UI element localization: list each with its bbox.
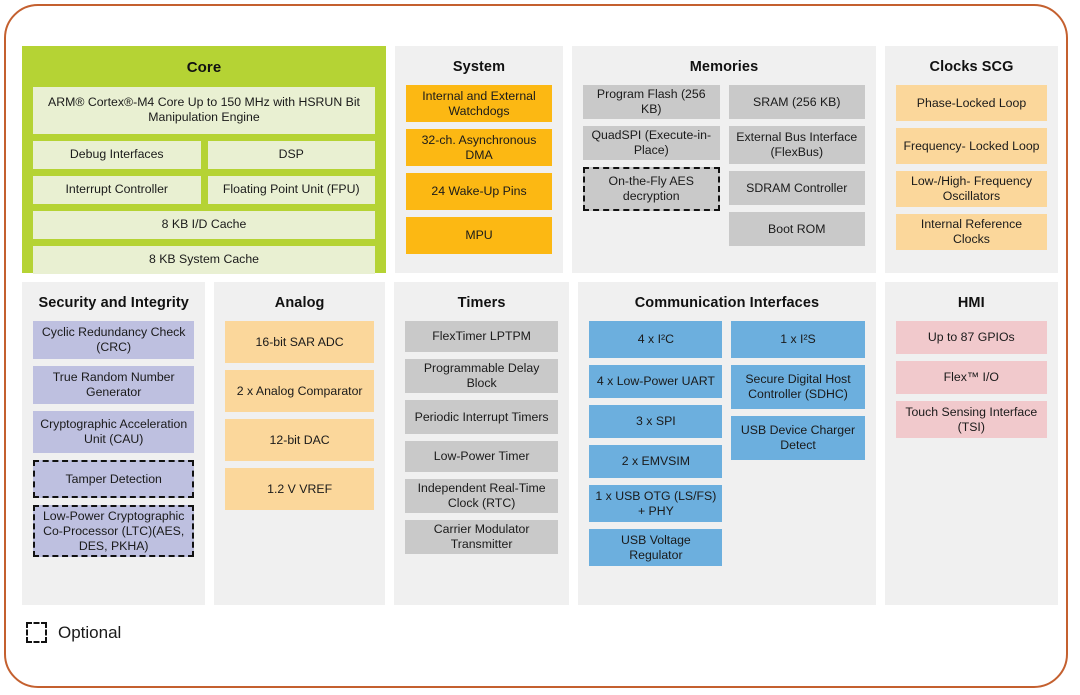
system-tile-mpu[interactable]: MPU <box>406 217 552 255</box>
memories-tile-sdram-controller[interactable]: SDRAM Controller <box>728 171 865 206</box>
core-tile-dsp[interactable]: DSP <box>207 140 375 169</box>
security-tile-ltc[interactable]: Low-Power Cryptographic Co-Processor (LT… <box>33 505 195 558</box>
communication-tile-lpuart[interactable]: 4 x Low-Power UART <box>589 365 723 399</box>
panel-memories: Memories Program Flash (256 KB) QuadSPI … <box>572 46 876 273</box>
analog-tile-sar-adc[interactable]: 16-bit SAR ADC <box>225 321 374 364</box>
clocks-tile-internal-reference[interactable]: Internal Reference Clocks <box>896 214 1047 251</box>
panel-communication: Communication Interfaces 4 x I²C 4 x Low… <box>578 282 876 605</box>
memories-tile-flexbus[interactable]: External Bus Interface (FlexBus) <box>728 126 865 165</box>
core-tile-fpu[interactable]: Floating Point Unit (FPU) <box>207 175 375 204</box>
clocks-tile-fll[interactable]: Frequency- Locked Loop <box>896 128 1047 165</box>
system-tile-dma[interactable]: 32-ch. Asynchronous DMA <box>406 129 552 167</box>
core-tile-stack: ARM® Cortex®-M4 Core Up to 150 MHz with … <box>33 86 375 274</box>
panel-communication-title: Communication Interfaces <box>634 295 820 311</box>
communication-tile-sdhc[interactable]: Secure Digital Host Controller (SDHC) <box>731 365 865 410</box>
legend-optional-label: Optional <box>58 622 122 642</box>
memories-column-right: SRAM (256 KB) External Bus Interface (Fl… <box>728 85 865 247</box>
security-tile-tamper-detection[interactable]: Tamper Detection <box>33 460 195 499</box>
hmi-tile-gpios[interactable]: Up to 87 GPIOs <box>895 321 1048 355</box>
dashed-square-icon <box>26 622 47 643</box>
memories-tile-sram[interactable]: SRAM (256 KB) <box>728 85 865 120</box>
core-tile-pair-1: Debug Interfaces DSP <box>33 140 375 169</box>
communication-tile-usb-charger-detect[interactable]: USB Device Charger Detect <box>731 416 865 461</box>
timers-tile-low-power-timer[interactable]: Low-Power Timer <box>404 441 559 473</box>
analog-tile-comparator[interactable]: 2 x Analog Comparator <box>225 370 374 413</box>
diagram-row-top: Core ARM® Cortex®-M4 Core Up to 150 MHz … <box>22 46 1058 274</box>
system-tile-watchdogs[interactable]: Internal and External Watchdogs <box>406 85 552 123</box>
panel-core-title: Core <box>186 59 222 76</box>
memories-column-left: Program Flash (256 KB) QuadSPI (Execute-… <box>583 85 720 246</box>
panel-memories-title: Memories <box>689 59 759 75</box>
communication-tile-emvsim[interactable]: 2 x EMVSIM <box>589 445 723 479</box>
communication-column-right: 1 x I²S Secure Digital Host Controller (… <box>731 321 865 566</box>
panel-security: Security and Integrity Cyclic Redundancy… <box>22 282 206 605</box>
panel-timers: Timers FlexTimer LPTPM Programmable Dela… <box>393 282 570 605</box>
core-tile-debug-interfaces[interactable]: Debug Interfaces <box>33 140 201 169</box>
timers-tile-delay-block[interactable]: Programmable Delay Block <box>404 359 559 394</box>
communication-tile-usb-otg[interactable]: 1 x USB OTG (LS/FS) + PHY <box>589 485 723 523</box>
panel-system-title: System <box>452 59 506 75</box>
core-tile-interrupt-controller[interactable]: Interrupt Controller <box>33 175 201 204</box>
panel-hmi: HMI Up to 87 GPIOs Flex™ I/O Touch Sensi… <box>884 282 1059 605</box>
communication-column-left: 4 x I²C 4 x Low-Power UART 3 x SPI 2 x E… <box>589 321 723 567</box>
panel-clocks-title: Clocks SCG <box>929 59 1014 75</box>
analog-tile-dac[interactable]: 12-bit DAC <box>225 419 374 462</box>
panel-core: Core ARM® Cortex®-M4 Core Up to 150 MHz … <box>22 46 386 274</box>
memories-tile-boot-rom[interactable]: Boot ROM <box>728 212 865 247</box>
memories-columns: Program Flash (256 KB) QuadSPI (Execute-… <box>583 85 865 247</box>
memories-tile-aes-decryption[interactable]: On-the-Fly AES decryption <box>583 167 720 212</box>
clocks-tile-pll[interactable]: Phase-Locked Loop <box>896 85 1047 122</box>
communication-columns: 4 x I²C 4 x Low-Power UART 3 x SPI 2 x E… <box>589 321 865 567</box>
core-tile-id-cache[interactable]: 8 KB I/D Cache <box>33 210 375 239</box>
system-tile-wakeup-pins[interactable]: 24 Wake-Up Pins <box>406 173 552 211</box>
core-tile-pair-2: Interrupt Controller Floating Point Unit… <box>33 175 375 204</box>
timers-tile-pit[interactable]: Periodic Interrupt Timers <box>404 400 559 435</box>
legend: Optional <box>26 622 121 643</box>
security-tile-cau[interactable]: Cryptographic Acceleration Unit (CAU) <box>33 411 195 454</box>
panel-system: System Internal and External Watchdogs 3… <box>395 46 563 273</box>
communication-tile-i2c[interactable]: 4 x I²C <box>589 321 723 359</box>
core-tile-system-cache[interactable]: 8 KB System Cache <box>33 245 375 274</box>
communication-tile-spi[interactable]: 3 x SPI <box>589 405 723 439</box>
memories-tile-quadspi[interactable]: QuadSPI (Execute-in-Place) <box>583 126 720 161</box>
communication-tile-usb-voltage-regulator[interactable]: USB Voltage Regulator <box>589 529 723 567</box>
timers-tile-flextimer[interactable]: FlexTimer LPTPM <box>404 321 559 353</box>
panel-security-title: Security and Integrity <box>38 295 189 311</box>
core-tile-headline[interactable]: ARM® Cortex®-M4 Core Up to 150 MHz with … <box>33 86 375 134</box>
panel-clocks: Clocks SCG Phase-Locked Loop Frequency- … <box>885 46 1058 273</box>
analog-tile-stack: 16-bit SAR ADC 2 x Analog Comparator 12-… <box>225 321 374 511</box>
hmi-tile-flex-io[interactable]: Flex™ I/O <box>895 361 1048 395</box>
clocks-tile-stack: Phase-Locked Loop Frequency- Locked Loop… <box>896 85 1047 251</box>
block-diagram: Core ARM® Cortex®-M4 Core Up to 150 MHz … <box>22 46 1059 614</box>
system-tile-stack: Internal and External Watchdogs 32-ch. A… <box>406 85 552 255</box>
security-tile-crc[interactable]: Cyclic Redundancy Check (CRC) <box>33 321 195 360</box>
panel-hmi-title: HMI <box>957 295 985 311</box>
panel-timers-title: Timers <box>457 295 506 311</box>
timers-tile-stack: FlexTimer LPTPM Programmable Delay Block… <box>404 321 559 555</box>
communication-tile-i2s[interactable]: 1 x I²S <box>731 321 865 359</box>
hmi-tile-stack: Up to 87 GPIOs Flex™ I/O Touch Sensing I… <box>895 321 1048 439</box>
security-tile-stack: Cyclic Redundancy Check (CRC) True Rando… <box>33 321 195 558</box>
timers-tile-carrier-modulator[interactable]: Carrier Modulator Transmitter <box>404 520 559 555</box>
security-tile-trng[interactable]: True Random Number Generator <box>33 366 195 405</box>
panel-analog: Analog 16-bit SAR ADC 2 x Analog Compara… <box>214 282 385 605</box>
diagram-row-bottom: Security and Integrity Cyclic Redundancy… <box>22 282 1059 605</box>
panel-analog-title: Analog <box>274 295 325 311</box>
memories-tile-program-flash[interactable]: Program Flash (256 KB) <box>583 85 720 120</box>
hmi-tile-tsi[interactable]: Touch Sensing Interface (TSI) <box>895 401 1048 439</box>
timers-tile-rtc[interactable]: Independent Real-Time Clock (RTC) <box>404 479 559 514</box>
clocks-tile-oscillators[interactable]: Low-/High- Frequency Oscillators <box>896 171 1047 208</box>
diagram-outer-frame <box>4 4 1068 688</box>
analog-tile-vref[interactable]: 1.2 V VREF <box>225 468 374 511</box>
